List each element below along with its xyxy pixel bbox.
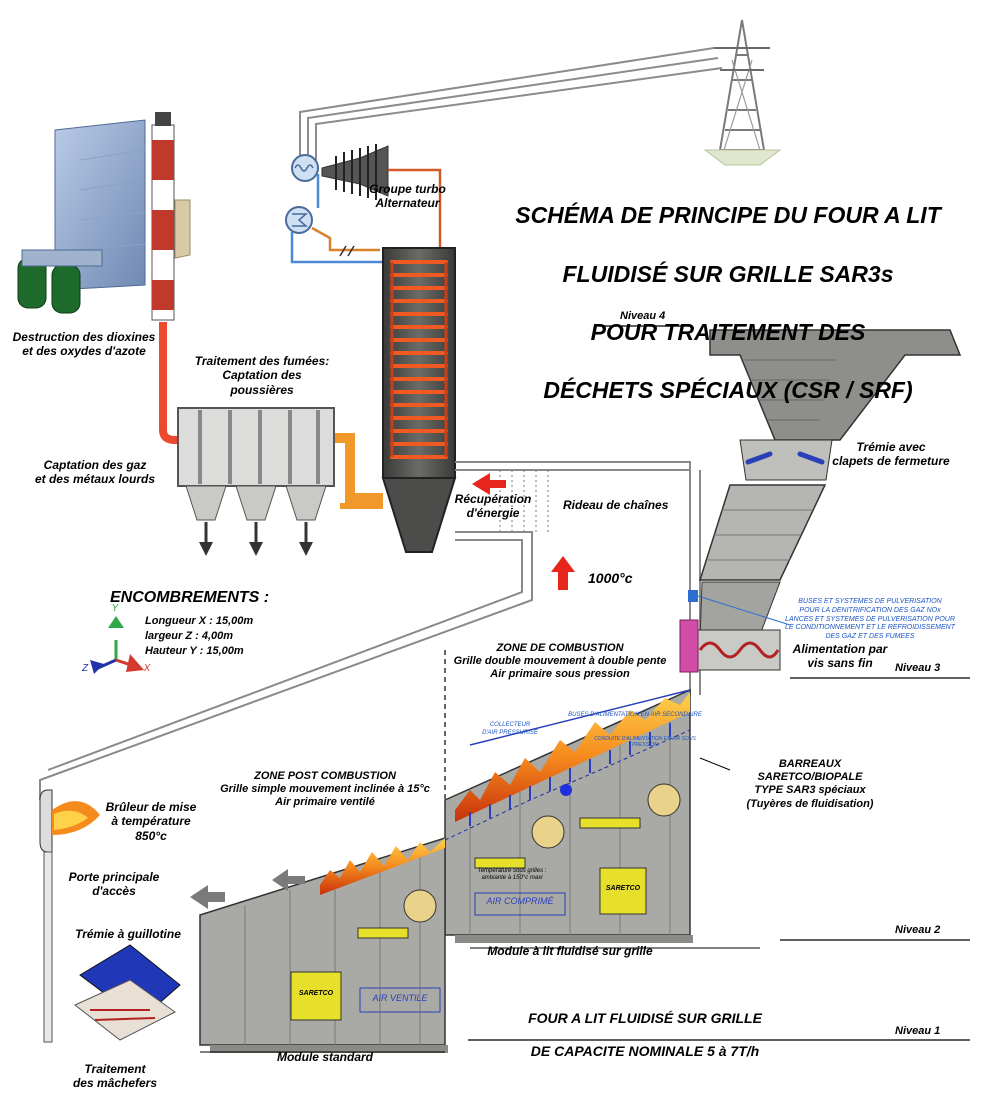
screw-feeder <box>679 590 781 673</box>
flames-combustion <box>455 692 690 822</box>
feed-hopper <box>698 329 962 641</box>
saretco-box <box>290 867 647 1021</box>
nozzles-leader <box>697 595 791 626</box>
saretco-label-2: SARETCO <box>298 990 334 997</box>
title-line-3: POUR TRAITEMENT DES <box>590 319 866 346</box>
air-ventile-label: AIR VENTILE <box>372 993 428 1003</box>
level-2-label: Niveau 2 <box>895 924 941 936</box>
saretco-label-1: SARETCO <box>605 885 641 892</box>
chimney-stack <box>151 112 175 321</box>
guillotine-hopper <box>74 944 181 1041</box>
standard-module-label: Module standard <box>276 1050 373 1064</box>
gas-treatment-building <box>17 119 191 314</box>
level-3-label: Niveau 3 <box>895 662 941 674</box>
furnace-subtitle: FOUR A LIT FLUIDISÉ SUR GRILLE DE CAPACI… <box>490 993 800 1077</box>
width-z-label: largeur Z : 4,00m <box>145 630 234 642</box>
title-line-1: SCHÉMA DE PRINCIPE DU FOUR A LIT <box>515 202 941 229</box>
axis-z-label: Z <box>81 663 89 674</box>
temperature-label: 1000°c <box>588 570 633 586</box>
grate-actuators <box>357 783 681 939</box>
steam-condenser-icon <box>291 154 319 182</box>
subtitle-line-2: DE CAPACITE NOMINALE 5 à 7T/h <box>530 1043 760 1060</box>
bag-filter <box>177 407 335 556</box>
power-line <box>299 47 723 160</box>
temp-under-grate-label: Température sous grilles : ambiante à 15… <box>477 868 547 882</box>
axis-icon <box>90 616 144 674</box>
axis-y-label: Y <box>111 603 119 614</box>
burner-label: Brûleur de mise à température 850°c <box>105 800 197 843</box>
exhaust-arrow-1 <box>190 885 225 909</box>
secondary-air-line <box>444 729 691 841</box>
level-1-label: Niveau 1 <box>895 1025 941 1037</box>
encombrements-title: ENCOMBREMENTS : <box>110 589 270 606</box>
chain-curtain <box>499 470 549 532</box>
combustion-zone-label: ZONE DE COMBUSTION Grille double mouveme… <box>453 642 667 681</box>
axis-x-label: X <box>143 663 151 674</box>
bars-label: BARREAUX SARETCO/BIOPALE TYPE SAR3 spéci… <box>746 758 874 810</box>
post-combustion-zone-label: ZONE POST COMBUSTION Grille simple mouve… <box>220 770 430 809</box>
manifold-label: CONDUITE D'ALIMENTATION EN AIR SOUS PRES… <box>594 736 696 749</box>
air-ventile-box <box>359 987 441 1013</box>
guillotine-label: Trémie à guillotine <box>75 927 181 941</box>
chains-label: Rideau de chaînes <box>563 498 669 512</box>
hopper-label: Trémie avec clapets de fermeture <box>832 440 950 469</box>
air-comprime-box <box>474 892 566 916</box>
bars-leader <box>699 757 731 771</box>
energy-recovery-arrow <box>472 473 506 495</box>
diagram-title: SCHÉMA DE PRINCIPE DU FOUR A LIT FLUIDIS… <box>468 172 988 435</box>
secondary-air-pipe <box>469 689 691 746</box>
title-line-2: FLUIDISÉ SUR GRILLE SAR3s <box>562 260 894 287</box>
screw-feed-label: Alimentation par vis sans fin <box>792 642 888 671</box>
exhaust-arrow-2 <box>272 869 305 891</box>
boiler <box>381 247 457 553</box>
startup-burner <box>39 789 100 853</box>
standard-module <box>199 836 448 1053</box>
turbo-alternator <box>321 144 389 200</box>
length-x-label: Longueur X : 15,00m <box>145 615 254 627</box>
secondary-air-label: BUSES D'ALIMENTATION EN AIR SECONDAIRE <box>568 712 702 718</box>
main-access-door <box>43 851 53 1043</box>
fumes-label: Traitement des fumées: Captation des pou… <box>194 354 330 397</box>
gas-capture-label: Captation des gaz et des métaux lourds <box>34 458 156 487</box>
title-line-4: DÉCHETS SPÉCIAUX (CSR / SRF) <box>543 377 913 404</box>
steam-piping <box>290 168 442 264</box>
heat-exchanger-icon <box>285 206 313 234</box>
power-pylon <box>703 19 782 166</box>
subtitle-line-1: FOUR A LIT FLUIDISÉ SUR GRILLE <box>528 1009 762 1026</box>
ash-treatment-label: Traitement des mâchefers <box>72 1062 158 1091</box>
door-label: Porte principale d'accès <box>68 870 160 899</box>
collector-label: COLLECTEUR D'AIR PRESSURISÉ <box>482 722 538 736</box>
fluid-module-label: Module à lit fluidisé sur grille <box>487 944 653 958</box>
level-4-label: Niveau 4 <box>620 310 666 322</box>
height-y-label: Hauteur Y : 15,00m <box>145 645 244 657</box>
flue-gas-ducts <box>159 322 383 509</box>
fluidization-air-jets <box>469 723 671 826</box>
air-comprime-label: AIR COMPRIMÉ <box>486 896 554 906</box>
turbo-label: Groupe turbo Alternateur <box>369 182 446 211</box>
heat-up-arrow <box>551 556 575 590</box>
dioxins-label: Destruction des dioxines et des oxydes d… <box>12 330 156 359</box>
nozzles-label: BUSES ET SYSTEMES DE PULVERISATION POUR … <box>785 598 955 640</box>
energy-label: Récupération d'énergie <box>454 492 532 521</box>
flames-post-combustion <box>320 838 445 895</box>
